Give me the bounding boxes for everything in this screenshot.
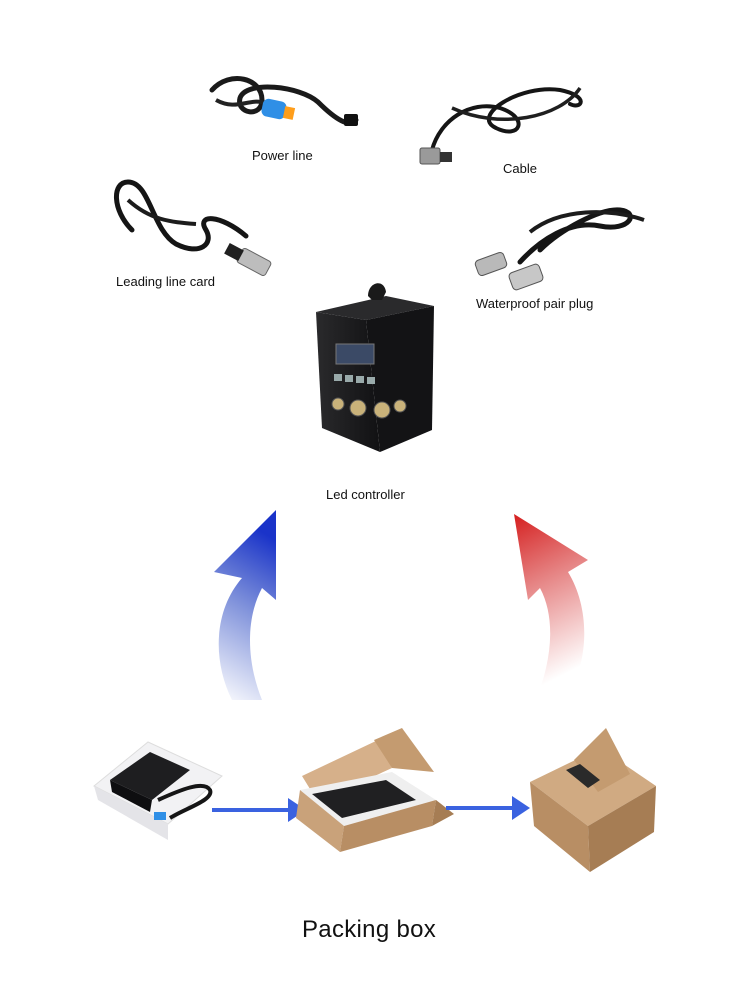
flow-arrow-1 xyxy=(212,798,306,822)
leading-line-card-label: Leading line card xyxy=(116,274,216,289)
waterproof-pair-plug-image xyxy=(474,207,645,291)
power-line-image xyxy=(209,76,359,126)
flow-arrow-2 xyxy=(446,796,530,820)
led-controller-label: Led controller xyxy=(326,487,405,502)
cable-label: Cable xyxy=(503,161,537,176)
red-curved-arrow xyxy=(514,514,588,700)
open-carton-image xyxy=(296,728,454,852)
foam-tray-image xyxy=(93,741,223,840)
blue-curved-arrow xyxy=(214,510,276,700)
waterproof-pair-plug-label: Waterproof pair plug xyxy=(476,296,594,311)
power-line-label: Power line xyxy=(252,148,313,163)
closed-carton-image xyxy=(530,728,656,872)
led-controller-image xyxy=(316,283,434,452)
packing-box-title: Packing box xyxy=(302,916,437,943)
cable-image xyxy=(419,86,583,165)
leading-line-card-image xyxy=(114,179,272,277)
